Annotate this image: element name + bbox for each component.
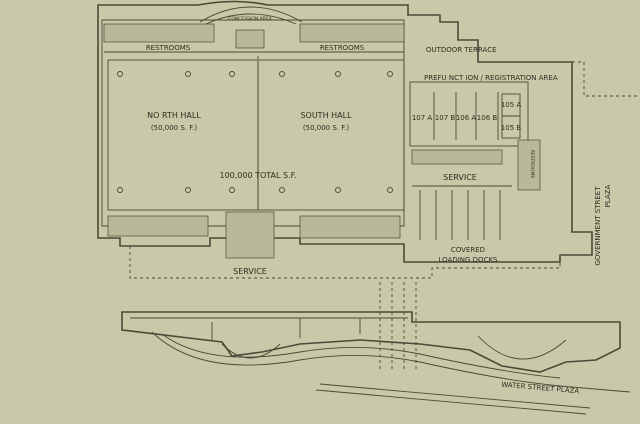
room-106b-label: 106 B xyxy=(477,114,498,122)
column xyxy=(387,71,393,77)
waterfront-drive-inner xyxy=(161,333,561,379)
column xyxy=(185,187,191,193)
covered-label: COVERED xyxy=(451,246,485,254)
north-hall-label: NO RTH HALL xyxy=(147,111,201,120)
column xyxy=(117,71,123,77)
room-106a-label: 106 A xyxy=(456,114,477,122)
service-rooms-right xyxy=(299,215,401,239)
room-105a-label: 105 A xyxy=(501,101,522,109)
north-hall xyxy=(107,59,259,211)
concession-counter xyxy=(235,29,265,49)
lower-level-outline xyxy=(121,311,621,373)
meeting-rooms-block xyxy=(409,81,529,147)
room-107b-label: 107 B xyxy=(435,114,456,122)
pavilion-arc-right xyxy=(477,335,567,360)
restroom-block-right xyxy=(299,23,405,43)
government-street-label: GOVERNMENT STREET xyxy=(594,186,602,266)
site-boundary xyxy=(129,246,561,279)
restrooms-left-label: RESTROOMS xyxy=(146,44,191,52)
service-right-label: SERVICE xyxy=(443,173,477,182)
service-bottom-label: SERVICE xyxy=(233,267,267,276)
concession-label: CONCESSION AREA xyxy=(228,16,272,22)
water-street-edge xyxy=(315,383,591,415)
inner-outline xyxy=(101,19,405,227)
outdoor-terrace-label: OUTDOOR TERRACE xyxy=(426,46,497,54)
room-107a-label: 107 A xyxy=(412,114,433,122)
north-hall-size-label: (50,000 S. F.) xyxy=(151,124,197,132)
plaza-label: PLAZA xyxy=(604,184,612,207)
east-site-boundary xyxy=(572,61,640,97)
pavilion-arc-left xyxy=(221,343,281,359)
restroom-block-left xyxy=(103,23,215,43)
south-hall-size-label: (50,000 S. F.) xyxy=(303,124,349,132)
column xyxy=(229,71,235,77)
total-area-label: 100,000 TOTAL S.F. xyxy=(219,171,296,180)
column xyxy=(335,187,341,193)
central-entry xyxy=(225,211,275,259)
column xyxy=(279,187,285,193)
waterfront-drive xyxy=(151,331,631,393)
prefunction-label: PREFU NCT ION / REGISTRATION AREA xyxy=(424,74,558,82)
columns xyxy=(117,71,393,193)
restrooms-right-label: RESTROOMS xyxy=(320,44,365,52)
column xyxy=(117,187,123,193)
service-rooms-left xyxy=(107,215,209,237)
prefunction-lobby xyxy=(411,149,503,165)
restrooms-vertical-label: RESTROOMS xyxy=(529,150,535,179)
connector-dashes xyxy=(379,282,417,372)
water-street-plaza-label: WATER STREET PLAZA xyxy=(501,381,580,396)
south-hall-label: SOUTH HALL xyxy=(300,111,352,120)
column xyxy=(335,71,341,77)
east-restrooms xyxy=(517,139,541,191)
room-105b-label: 105 B xyxy=(501,124,522,132)
column xyxy=(185,71,191,77)
lower-inner xyxy=(130,317,408,340)
column xyxy=(279,71,285,77)
south-hall xyxy=(257,59,405,211)
concession-arc xyxy=(199,6,303,25)
column xyxy=(229,187,235,193)
column xyxy=(387,187,393,193)
loading-docks-label: LOADING DOCKS xyxy=(439,256,499,264)
loading-docks xyxy=(412,185,512,240)
